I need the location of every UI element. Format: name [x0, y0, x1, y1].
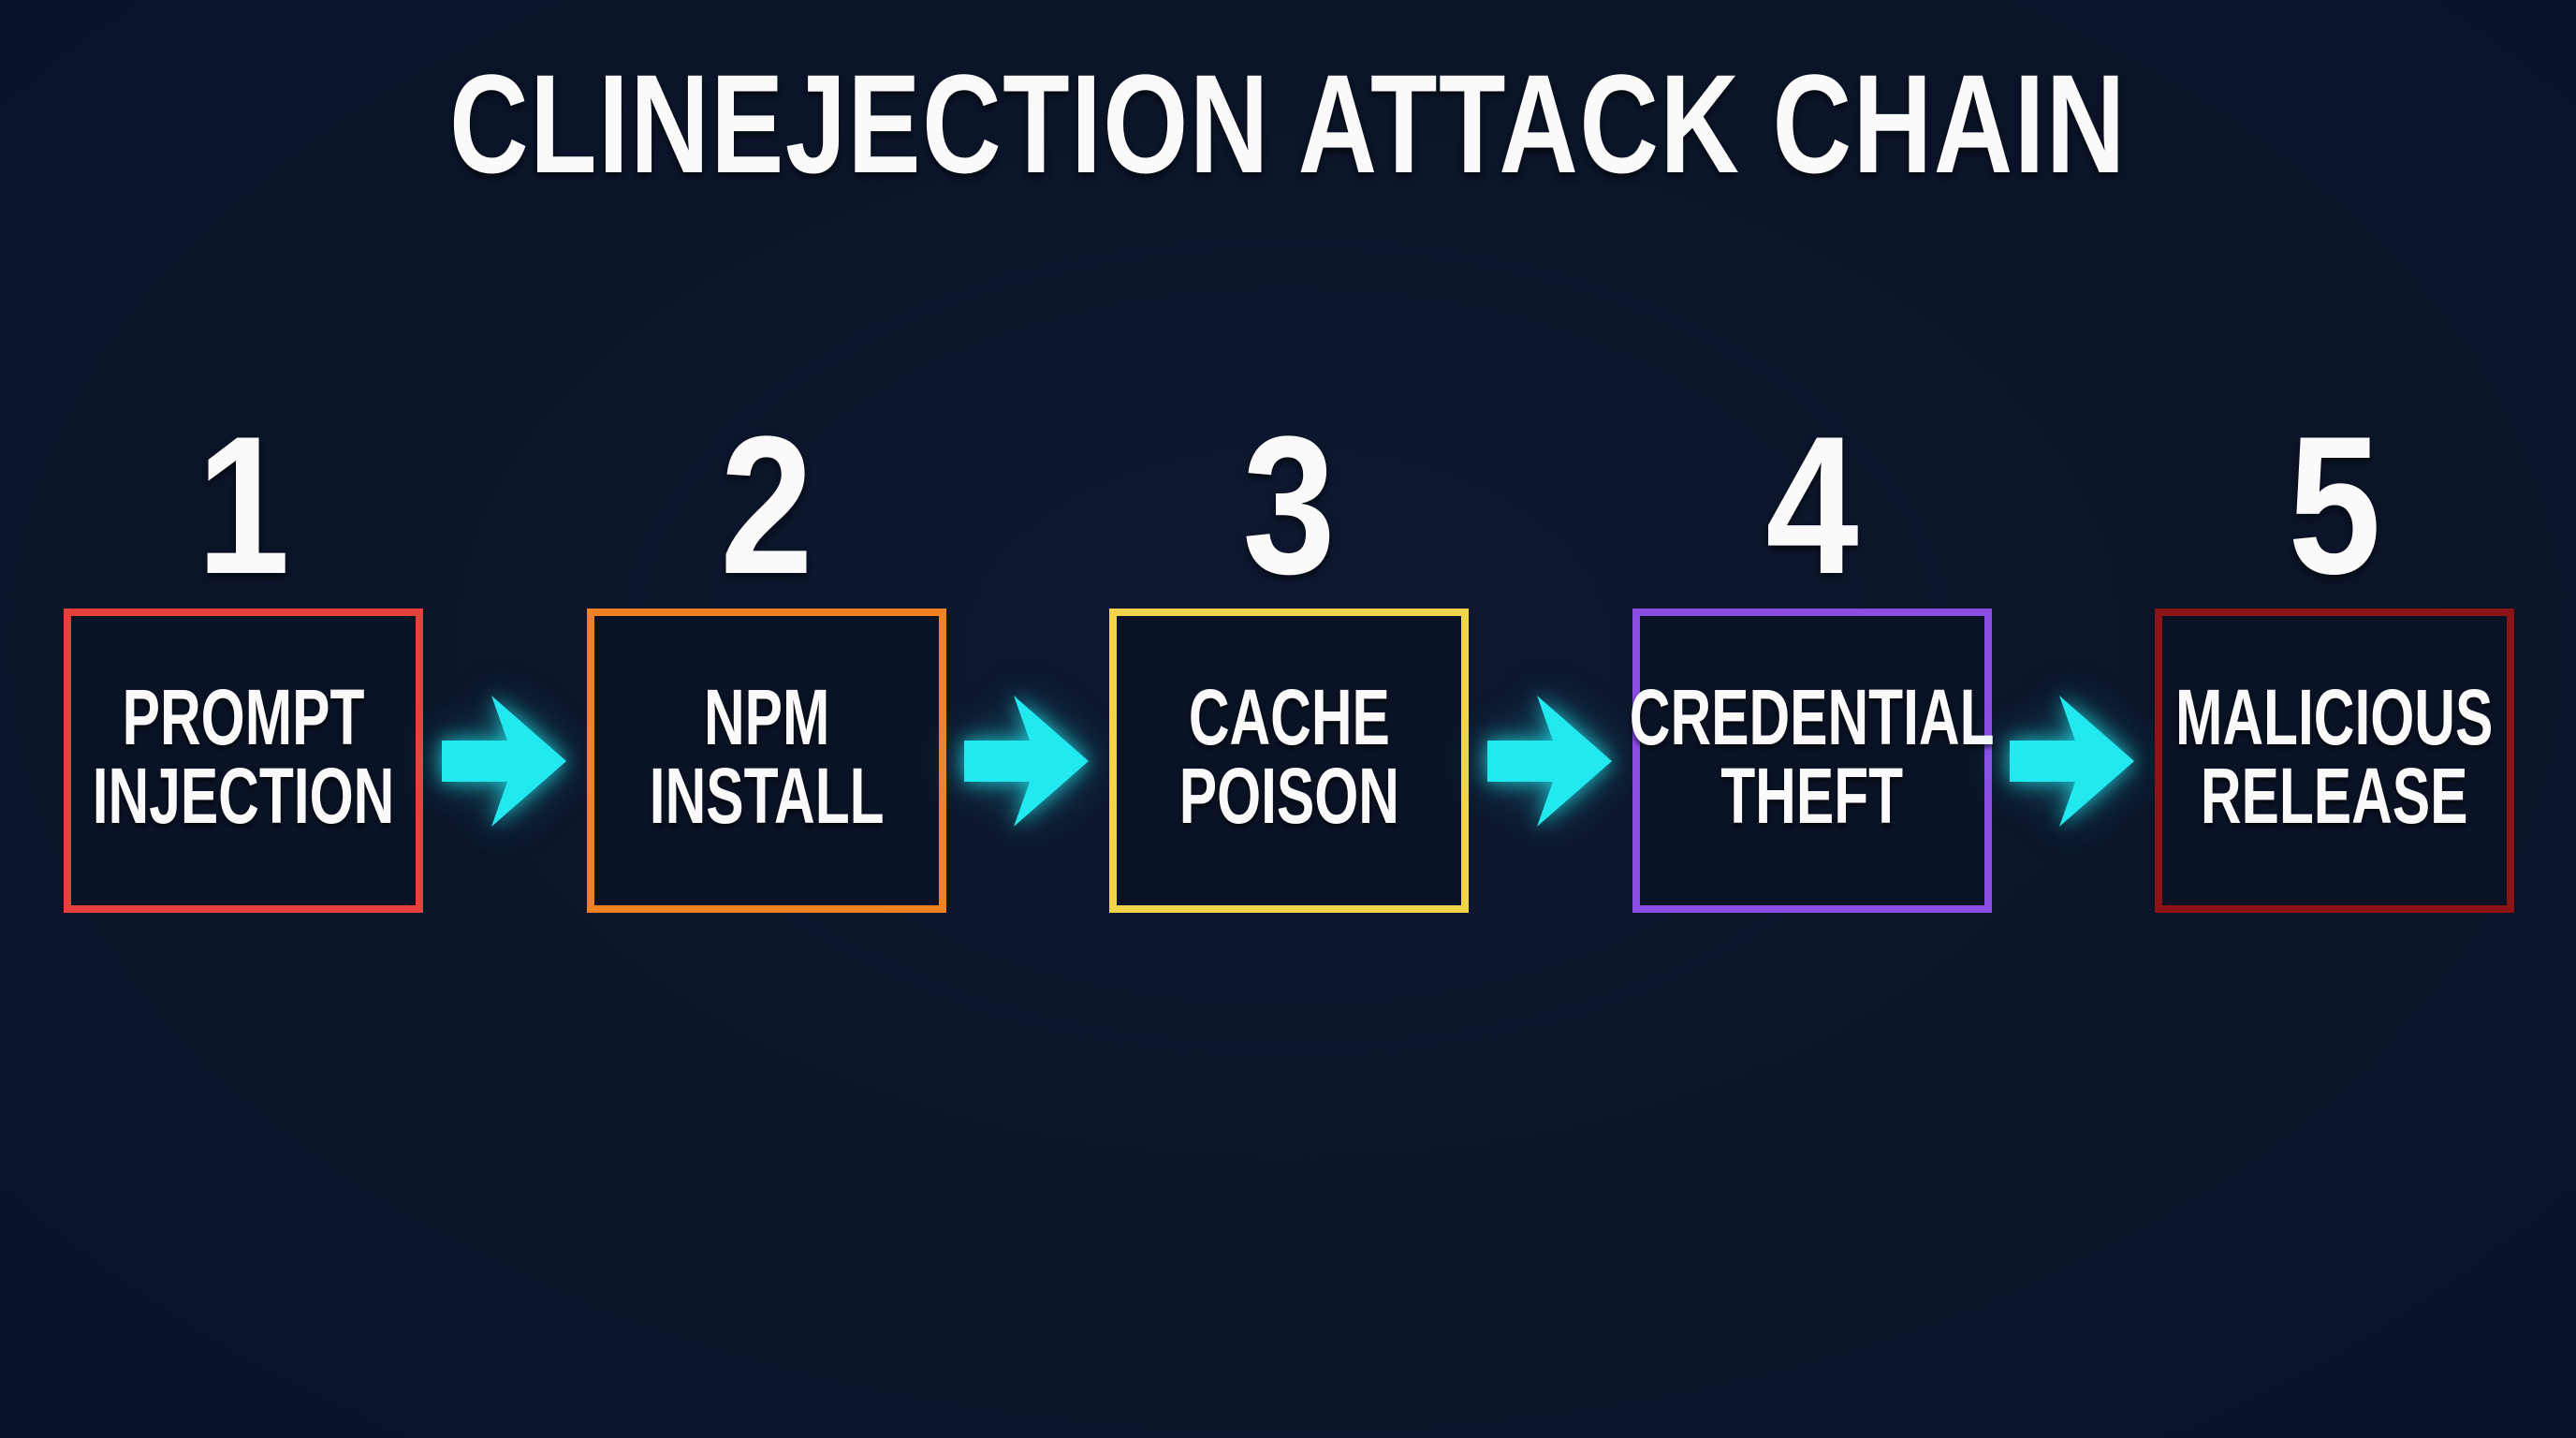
arrow-right-icon [440, 696, 571, 827]
arrow-right-icon [962, 696, 1093, 827]
step-number-1: 1 [197, 395, 290, 615]
step-box-npm-install: NPM INSTALL [587, 609, 946, 913]
step-label: PROMPT INJECTION [92, 672, 395, 840]
step-box-credential-theft: CREDENTIAL THEFT [1630, 609, 1995, 913]
arrow-right-icon [2008, 696, 2139, 827]
arrow-right-icon [1486, 696, 1617, 827]
step-number-4: 4 [1765, 395, 1859, 615]
step-box-malicious-release: MALICIOUS RELEASE [2155, 609, 2514, 913]
diagram-title: CLINEJECTION ATTACK CHAIN [449, 45, 2127, 202]
step-number-3: 3 [1242, 395, 1336, 615]
step-number-5: 5 [2288, 395, 2381, 615]
step-number-2: 2 [720, 395, 813, 615]
step-label: NPM INSTALL [649, 672, 885, 840]
step-box-cache-poison: CACHE POISON [1109, 609, 1469, 913]
step-box-prompt-injection: PROMPT INJECTION [64, 609, 423, 913]
step-label: CREDENTIAL THEFT [1630, 672, 1995, 840]
step-label: MALICIOUS RELEASE [2175, 672, 2494, 840]
step-label: CACHE POISON [1178, 672, 1399, 840]
